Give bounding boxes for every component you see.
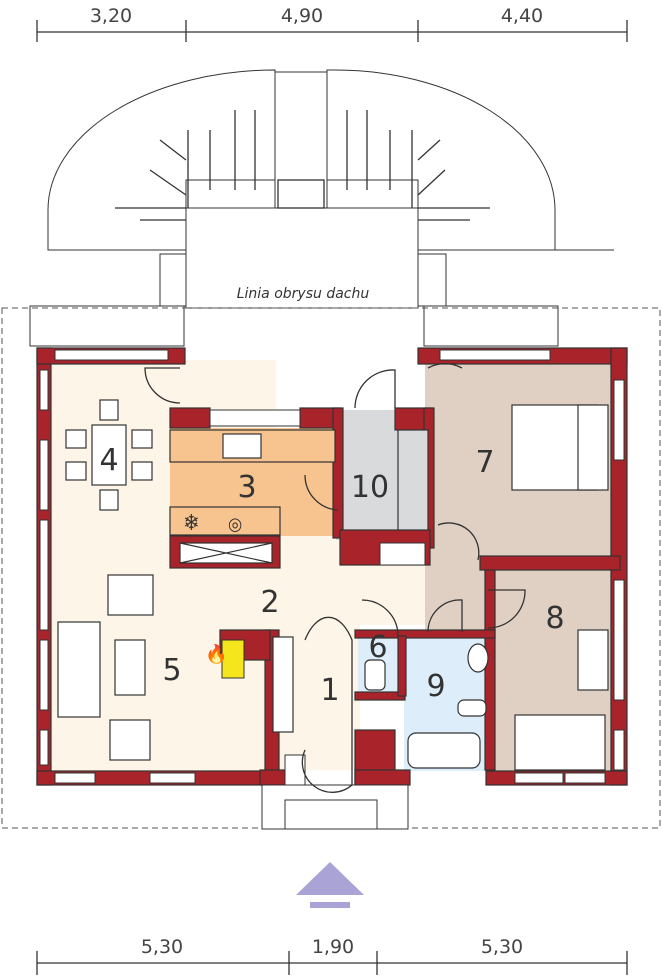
fireplace [221,639,245,679]
room-8-label: 8 [545,601,564,636]
room-7-label: 7 [475,445,494,480]
fire-icon: 🔥 [205,643,227,665]
furniture [57,399,609,771]
bathtub-icon [407,732,481,769]
roof-outline [1,307,661,829]
room-5-label: 5 [162,653,181,688]
fridge-snowflake-icon: ❄ [183,511,200,536]
sink-icon [222,433,262,459]
dimension-top-1: 3,20 [90,5,132,27]
room-labels: 1 2 3 4 5 6 7 8 9 10 [99,443,564,708]
terrace-stairs [29,69,614,347]
roof-outline-label: Linia obrysu dachu [237,286,370,302]
dimension-bottom-2: 1,90 [312,936,354,958]
dimension-top-3: 4,40 [501,5,543,27]
entrance-porch [261,616,409,830]
room-10-label: 10 [351,470,389,505]
room-1-label: 1 [320,673,339,708]
room-4-label: 4 [99,443,118,478]
dimension-bottom-1: 5,30 [141,936,183,958]
toilet-icon [467,643,489,673]
stove-icon: ◎ [228,514,242,535]
top-dimension-line: 3,20 4,90 4,40 [36,5,628,42]
dining-table [91,424,127,486]
doors [144,362,526,637]
room-6-label: 6 [368,630,387,665]
room-9-label: 9 [426,669,445,704]
entrance-arrow-icon [296,862,364,908]
dimension-bottom-3: 5,30 [481,936,523,958]
dimension-top-2: 4,90 [281,5,323,27]
room-2-label: 2 [260,585,279,620]
windows [39,349,625,784]
room-3-label: 3 [237,470,256,505]
bottom-dimension-line: 5,30 1,90 5,30 [36,936,628,975]
